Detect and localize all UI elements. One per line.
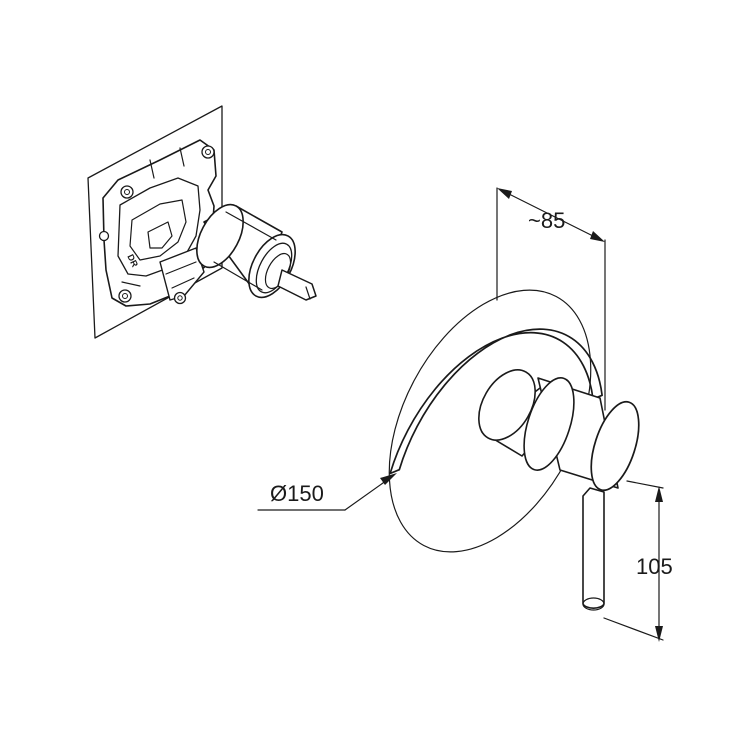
lower-bracket xyxy=(159,247,205,301)
arrowhead-icon xyxy=(655,486,663,502)
arrowhead-icon xyxy=(655,626,663,642)
arrowhead-icon xyxy=(590,231,605,242)
dimension-depth: ~85 xyxy=(496,187,606,411)
concealed-valve-body: DR xyxy=(87,105,317,339)
screw-icon xyxy=(118,289,132,303)
casting-contour xyxy=(121,147,187,293)
spindle xyxy=(277,269,317,301)
trim-assembly xyxy=(388,289,640,611)
casting-contour xyxy=(129,199,187,261)
arrowhead-icon xyxy=(497,188,512,199)
casting-contour xyxy=(147,221,173,249)
handle-knob-face xyxy=(590,400,640,492)
handle-lever xyxy=(582,487,605,609)
depth-dimension-label: ~85 xyxy=(528,208,565,233)
screw-icon xyxy=(201,145,215,159)
screw-icon xyxy=(173,291,187,305)
arrowhead-icon xyxy=(380,473,397,485)
casting-contour xyxy=(117,177,201,277)
height-dimension-label: 105 xyxy=(636,554,673,579)
screw-icon xyxy=(120,185,134,199)
dimension-diameter: Ø150 xyxy=(257,473,397,511)
screw-icon xyxy=(98,230,110,242)
diameter-dimension-label: Ø150 xyxy=(270,481,324,506)
dimension-height: 105 xyxy=(603,480,673,642)
dimensions: ~85 Ø150 105 xyxy=(257,187,673,642)
